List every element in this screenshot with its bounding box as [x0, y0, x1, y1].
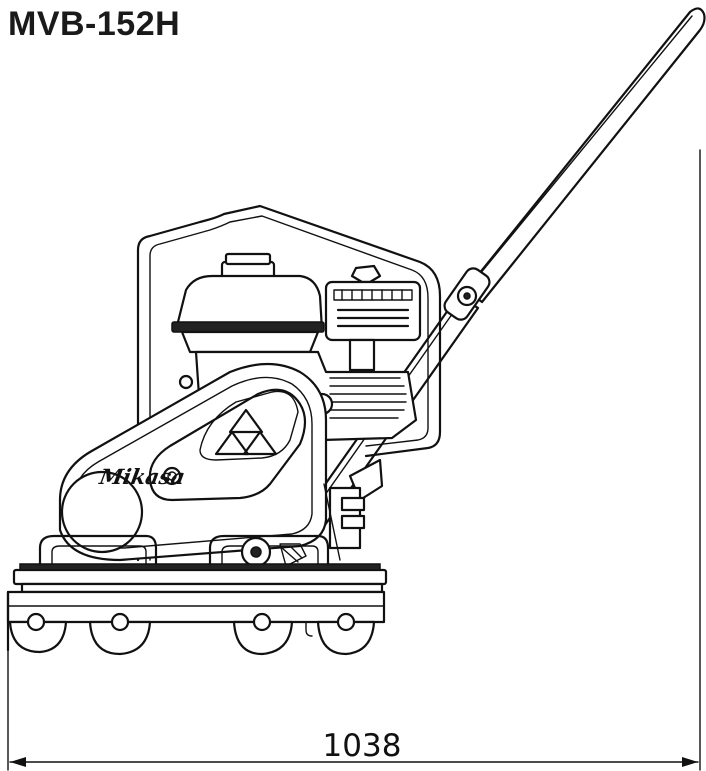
side-bracket — [323, 458, 384, 561]
rubber-mount-1 — [8, 612, 68, 654]
arrow-right-icon — [682, 757, 698, 767]
air-cleaner — [324, 264, 422, 372]
rubber-mount-2 — [88, 612, 152, 656]
plate-top-rail — [12, 563, 388, 594]
fuel-tank — [171, 252, 325, 354]
base-plate — [6, 590, 386, 652]
rubber-mount-3 — [232, 612, 294, 656]
brand-badge: Mikasa — [97, 464, 187, 489]
mikasa-triangle-logo-icon — [214, 408, 278, 456]
brand-name: Mikasa — [97, 464, 187, 489]
lower-frame — [38, 534, 330, 582]
rubber-mount-4 — [316, 612, 376, 656]
guard-frame — [136, 204, 442, 562]
dimension-line: 1038 — [7, 149, 701, 771]
arrow-left-icon — [10, 757, 26, 767]
hook — [305, 621, 313, 637]
model-title: MVB-152H — [8, 5, 181, 43]
dimension-value: 1038 — [323, 728, 402, 764]
belt-cover — [58, 362, 328, 562]
handle-joint — [443, 267, 491, 321]
